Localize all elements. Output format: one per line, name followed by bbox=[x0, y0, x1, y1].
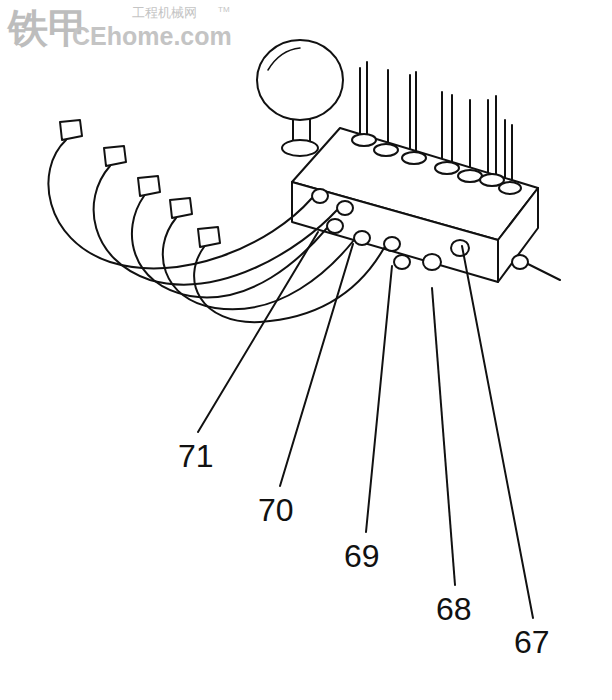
callout-number: 68 bbox=[436, 593, 472, 625]
knob-highlight bbox=[268, 48, 300, 70]
hose-fittings bbox=[312, 189, 528, 270]
callout-number: 71 bbox=[178, 440, 214, 472]
watermark: CEhome.com bbox=[72, 24, 232, 49]
callout-number: 67 bbox=[514, 626, 550, 658]
outlet-pipe bbox=[528, 264, 560, 280]
callout-number: 69 bbox=[344, 540, 380, 572]
watermark: TM bbox=[218, 6, 230, 14]
hose-caps bbox=[60, 120, 220, 247]
hoses bbox=[48, 140, 384, 322]
rod-caps bbox=[352, 134, 521, 194]
callout-number: 70 bbox=[258, 494, 294, 526]
valve-block-side bbox=[498, 188, 538, 282]
leader-lines bbox=[198, 232, 533, 618]
knob-collar bbox=[282, 140, 318, 156]
watermark: 工程机械网 bbox=[132, 6, 197, 19]
knob bbox=[257, 40, 343, 120]
